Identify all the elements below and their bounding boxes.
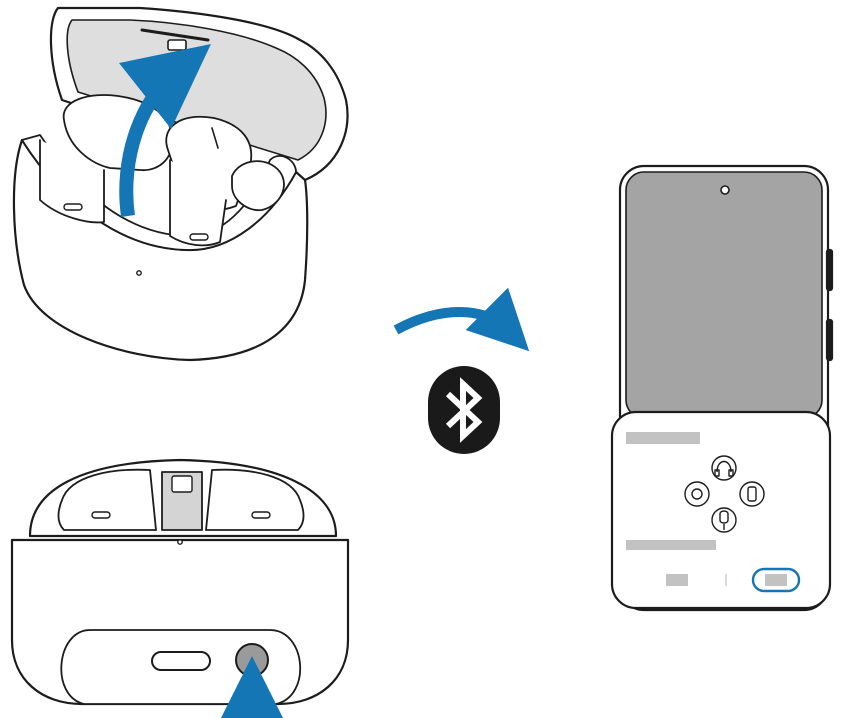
right-earbud-contact — [189, 233, 209, 241]
pairing-button — [235, 643, 269, 677]
usb-port — [151, 651, 211, 671]
device-icons — [684, 455, 765, 533]
closed-case-back — [10, 458, 350, 706]
connect-arrow — [393, 287, 530, 352]
phone-icon-circle — [739, 481, 765, 507]
earbud-mic-line — [211, 127, 219, 149]
power-button — [825, 318, 834, 362]
cancel-button[interactable] — [666, 574, 688, 586]
volume-button — [825, 248, 834, 292]
right-earbud-tip — [231, 160, 285, 212]
bluetooth-badge — [428, 366, 500, 454]
watch-icon — [691, 488, 703, 500]
back-left-earbud — [57, 468, 157, 531]
earbud-icon — [719, 510, 729, 530]
left-earbud-stem — [39, 139, 105, 224]
phone — [610, 164, 834, 612]
lift-earbud-arrow — [119, 43, 211, 217]
phone-screen — [625, 171, 823, 419]
lid-hinge-slot — [140, 28, 210, 42]
headphones-icon-circle — [711, 455, 737, 481]
popup-title-placeholder — [626, 432, 700, 444]
connect-button[interactable] — [765, 574, 787, 586]
earbud-icon-circle — [711, 507, 737, 533]
back-right-contact — [251, 511, 271, 519]
phone-icon — [747, 486, 757, 502]
right-earbud-stem — [169, 159, 227, 247]
watch-icon-circle — [684, 481, 710, 507]
case-led — [136, 270, 142, 276]
open-case — [12, 6, 349, 362]
back-right-earbud — [205, 468, 305, 531]
case-led-back — [177, 539, 183, 545]
lid-magnet — [167, 39, 187, 51]
popup-subtitle-placeholder — [626, 540, 716, 550]
headphones-icon — [714, 460, 734, 477]
bluetooth-icon — [445, 377, 483, 443]
phone-camera — [720, 185, 730, 195]
back-left-contact — [91, 511, 111, 519]
left-earbud-contact — [63, 203, 83, 211]
center-hinge-slot — [171, 475, 193, 493]
